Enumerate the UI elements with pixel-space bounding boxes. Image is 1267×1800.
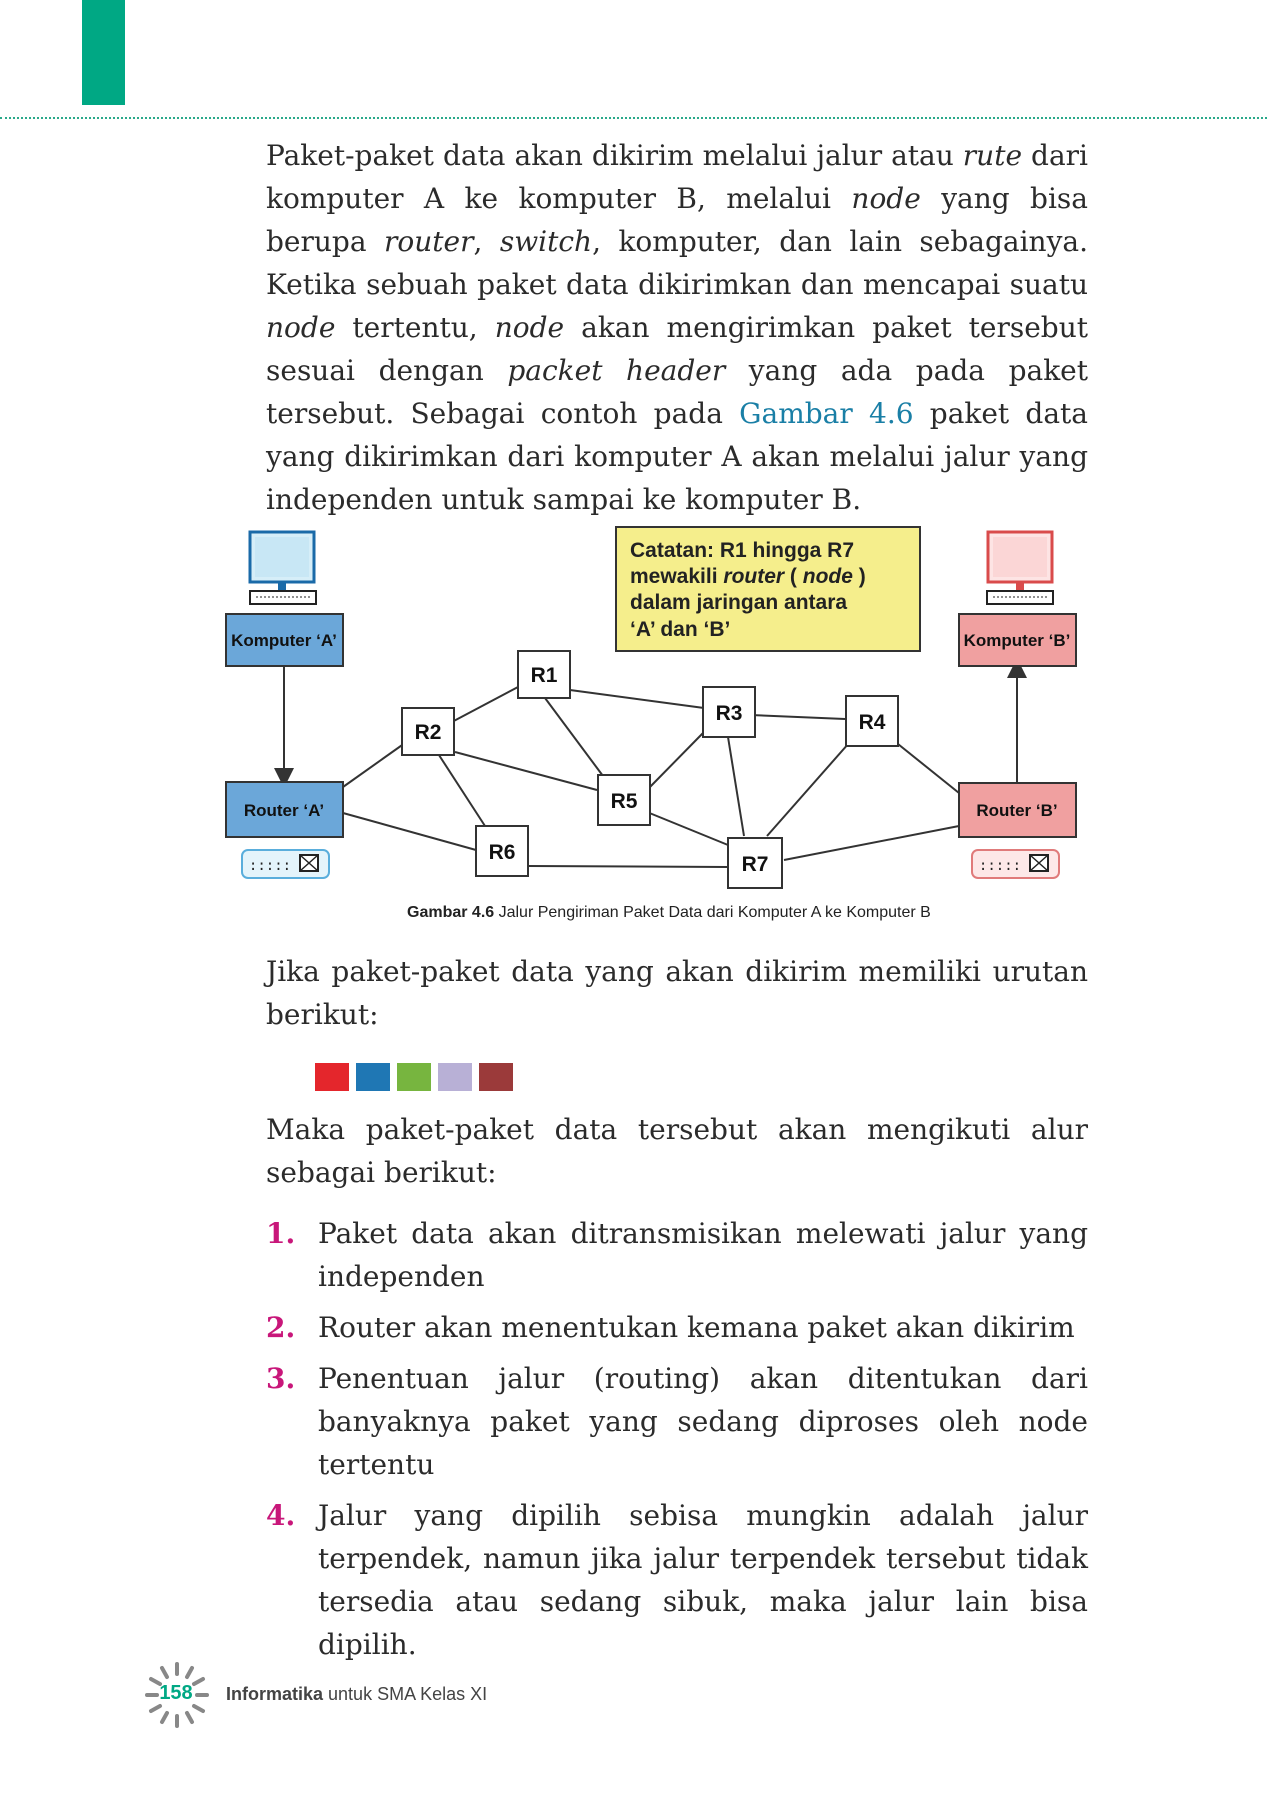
svg-text:R4: R4 [859, 711, 886, 734]
paragraph-intro: Paket-paket data akan dikirim melalui ja… [266, 139, 1088, 516]
node-r6: R6 [475, 825, 529, 877]
svg-text:R7: R7 [742, 853, 769, 876]
svg-text::::::: ::::: [979, 858, 1021, 874]
router-a-label: Router ‘A’ [244, 801, 324, 820]
svg-text:R5: R5 [611, 790, 638, 813]
note-line-1: Catatan: R1 hingga R7 [630, 539, 854, 562]
list-item: 1.Paket data akan ditransmisikan melewat… [266, 1217, 1088, 1293]
node-r4: R4 [845, 695, 899, 747]
flow-steps-list: 1.Paket data akan ditransmisikan melewat… [266, 1212, 1088, 1674]
komputer-b-label: Komputer ‘B’ [964, 631, 1071, 650]
page-number: 158 [159, 1682, 193, 1704]
router-a-box: Router ‘A’ [225, 781, 344, 838]
header-divider [0, 117, 1267, 119]
note-box: Catatan: R1 hingga R7 mewakili router ( … [615, 526, 921, 652]
node-r1: R1 [517, 650, 571, 699]
list-item: 3.Penentuan jalur (routing) akan ditentu… [266, 1362, 1088, 1481]
node-r3: R3 [702, 686, 756, 738]
packet-swatch-blue [356, 1063, 390, 1091]
paragraph-packet-order: Jika paket-paket data yang akan dikirim … [266, 955, 1088, 1031]
computer-a-icon [248, 530, 317, 605]
figure-reference-link[interactable]: Gambar 4.6 [739, 397, 914, 430]
page-number-ornament-icon [145, 1662, 209, 1728]
svg-text:R6: R6 [489, 841, 516, 864]
router-b-label: Router ‘B’ [976, 801, 1057, 820]
note-line-3: dalam jaringan antara [630, 591, 847, 614]
router-b-device-icon: ::::: [971, 849, 1060, 879]
komputer-a-box: Komputer ‘A’ [225, 613, 344, 667]
packet-color-sequence [315, 1063, 520, 1091]
router-a-device-icon: ::::: [241, 849, 330, 879]
list-item: 2.Router akan menentukan kemana paket ak… [266, 1311, 1075, 1344]
svg-text:R2: R2 [415, 721, 442, 744]
note-line-2: mewakili router ( node ) [630, 565, 866, 588]
router-b-box: Router ‘B’ [958, 782, 1077, 838]
chapter-tab-marker [82, 0, 125, 105]
packet-swatch-red [315, 1063, 349, 1091]
packet-swatch-maroon [479, 1063, 513, 1091]
packet-swatch-green [397, 1063, 431, 1091]
computer-b-icon [986, 530, 1054, 605]
note-line-4: ‘A’ dan ‘B’ [630, 618, 730, 641]
list-item: 4.Jalur yang dipilih sebisa mungkin adal… [266, 1499, 1088, 1661]
svg-text:R3: R3 [716, 702, 743, 725]
book-title: Informatika untuk SMA Kelas XI [226, 1684, 488, 1704]
network-links [342, 686, 960, 868]
komputer-b-box: Komputer ‘B’ [958, 613, 1077, 667]
komputer-a-label: Komputer ‘A’ [231, 631, 337, 650]
svg-text::::::: ::::: [249, 858, 291, 874]
node-r2: R2 [401, 707, 455, 756]
node-r5: R5 [597, 774, 651, 826]
packet-swatch-lavender [438, 1063, 472, 1091]
network-diagram: Komputer ‘A’ Router ‘A’ ::::: Komputer ‘… [225, 526, 1077, 889]
node-r7: R7 [727, 837, 783, 889]
figure-caption: Gambar 4.6 Jalur Pengiriman Paket Data d… [407, 904, 931, 921]
svg-text:R1: R1 [531, 664, 558, 687]
paragraph-flow-intro: Maka paket-paket data tersebut akan meng… [266, 1113, 1088, 1189]
